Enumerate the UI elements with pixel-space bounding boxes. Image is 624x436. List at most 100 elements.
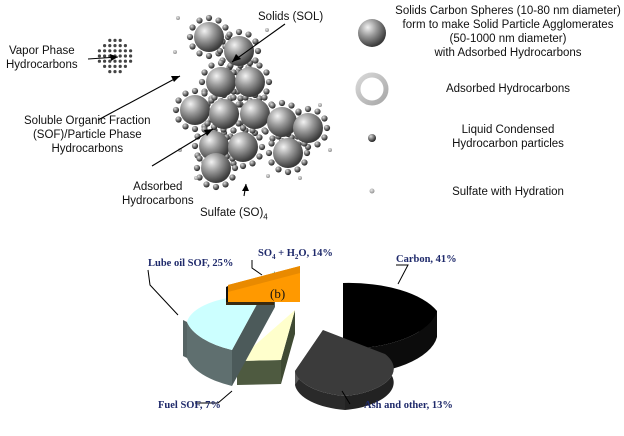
adsorbed-hydrocarbon-dot — [252, 57, 258, 63]
vapor-dot — [119, 60, 122, 63]
large-sphere-icon — [358, 19, 386, 47]
adsorbed-hydrocarbon-dot — [192, 88, 198, 94]
adsorbed-hydrocarbon-dot — [226, 31, 232, 37]
solid-carbon-sphere — [194, 22, 224, 52]
adsorbed-hydrocarbon-dot — [305, 106, 311, 112]
adsorbed-hydrocarbon-dot — [232, 165, 238, 171]
adsorbed-hydrocarbon-dot — [182, 123, 188, 129]
adsorbed-hydrocarbon-dot — [266, 79, 272, 85]
vapor-dot — [119, 39, 122, 42]
adsorbed-hydrocarbon-dot — [199, 79, 205, 85]
vapor-dot — [108, 49, 111, 52]
adsorbed-hydrocarbon-dot — [263, 88, 269, 94]
solid-carbon-sphere — [206, 67, 236, 97]
adsorbed-hydrocarbon-dot — [295, 108, 301, 114]
vapor-dot — [103, 65, 106, 68]
adsorbed-hydrocarbon-dot — [275, 166, 281, 172]
pie-label-lube-oil-sof: Lube oil SOF, 25% — [148, 258, 233, 269]
adsorbed-hydrocarbon-dot — [245, 31, 251, 37]
adsorbed-hydrocarbon-dot — [288, 102, 294, 108]
vapor-dot — [98, 49, 101, 52]
adsorbed-hydrocarbon-dot — [259, 144, 265, 150]
solid-carbon-sphere — [201, 153, 231, 183]
part-label: (b) — [270, 286, 285, 302]
adsorbed-hydrocarbon-dot — [230, 94, 236, 100]
adsorbed-hydrocarbon-dot — [324, 125, 330, 131]
adsorbed-hydrocarbon-dot — [196, 17, 202, 23]
legend-text-large-sphere: Solids Carbon Spheres (10-80 nm diameter… — [394, 4, 622, 60]
ring-icon — [358, 75, 386, 103]
vapor-dot — [113, 39, 116, 42]
sulfate-dot — [318, 103, 322, 107]
vapor-dot — [108, 44, 111, 47]
vapor-dot — [119, 65, 122, 68]
vapor-dot — [124, 65, 127, 68]
adsorbed-hydrocarbon-dot — [230, 127, 236, 133]
pie-slice-so4-h2o — [226, 266, 300, 305]
pie-label-fuel-sof: Fuel SOF, 7% — [158, 400, 221, 411]
adsorbed-hydrocarbon-dot — [189, 43, 195, 49]
sulfate-dot — [265, 28, 269, 32]
adsorbed-hydrocarbon-dot — [249, 160, 255, 166]
adsorbed-hydrocarbon-dot — [215, 17, 221, 23]
adsorbed-hydrocarbon-dot — [285, 169, 291, 175]
adsorbed-hydrocarbon-dot — [213, 184, 219, 190]
vapor-dot — [113, 49, 116, 52]
vapor-dot — [98, 54, 101, 57]
sulfate-dot — [266, 174, 270, 178]
particle-agglomerate — [173, 15, 332, 190]
adsorbed-hydrocarbon-dot — [240, 163, 246, 169]
vapor-dot — [103, 60, 106, 63]
adsorbed-hydrocarbon-dot — [203, 181, 209, 187]
adsorbed-hydrocarbon-dot — [196, 155, 202, 161]
vapor-dot — [124, 60, 127, 63]
pie-label-ash: Ash and other, 13% — [364, 400, 453, 411]
vapor-dot — [113, 70, 116, 73]
adsorbed-hydrocarbon-dot — [192, 143, 198, 149]
pie-chart — [183, 266, 437, 410]
pie-label-carbon: Carbon, 41% — [396, 254, 457, 265]
vapor-dot — [119, 44, 122, 47]
vapor-dot — [98, 60, 101, 63]
adsorbed-hydrocarbon-dot — [268, 159, 274, 165]
adsorbed-hydrocarbon-dot — [173, 107, 179, 113]
adsorbed-hydrocarbon-dot — [196, 50, 202, 56]
vapor-dot — [113, 44, 116, 47]
adsorbed-hydrocarbon-dot — [236, 29, 242, 35]
vapor-dot — [119, 70, 122, 73]
sulfate-dot — [298, 176, 302, 180]
adsorbed-hydrocarbon-dot — [314, 108, 320, 114]
adsorbed-hydrocarbon-dot — [240, 125, 246, 131]
adsorbed-hydrocarbon-dot — [255, 48, 261, 54]
adsorbed-hydrocarbon-dot — [304, 150, 310, 156]
adsorbed-hydrocarbon-dot — [229, 174, 235, 180]
adsorbed-hydrocarbon-dot — [201, 90, 207, 96]
solids-label: Solids (SOL) — [258, 10, 323, 24]
vapor-dot — [108, 65, 111, 68]
adsorbed-hydrocarbon-dot — [301, 159, 307, 165]
vapor-dot — [124, 54, 127, 57]
adsorbed-hydrocarbon-dot — [206, 15, 212, 21]
solid-carbon-sphere — [267, 107, 297, 137]
adsorbed-hydrocarbon-dot — [175, 116, 181, 122]
solid-carbon-sphere — [273, 138, 303, 168]
adsorbed-hydrocarbon-dot — [208, 62, 214, 68]
vapor-dot — [103, 49, 106, 52]
vapor-dot — [129, 49, 132, 52]
adsorbed-hydrocarbon-dot — [192, 126, 198, 132]
vapor-dot — [124, 44, 127, 47]
adsorbed-hydrocarbon-dot — [279, 100, 285, 106]
solid-carbon-sphere — [293, 113, 323, 143]
adsorbed-hydrocarbons-label: Adsorbed Hydrocarbons — [122, 180, 194, 208]
solid-carbon-sphere — [240, 99, 270, 129]
solid-carbon-sphere — [224, 36, 254, 66]
adsorbed-hydrocarbon-dot — [187, 34, 193, 40]
adsorbed-hydrocarbon-dot — [204, 120, 210, 126]
vapor-dot — [129, 60, 132, 63]
adsorbed-hydrocarbon-dot — [321, 115, 327, 121]
vapor-dot — [113, 60, 116, 63]
vapor-dot — [119, 54, 122, 57]
adsorbed-hydrocarbon-dot — [266, 150, 272, 156]
small-sphere-icon — [368, 134, 376, 142]
vapor-phase-label: Vapor Phase Hydrocarbons — [6, 44, 78, 72]
